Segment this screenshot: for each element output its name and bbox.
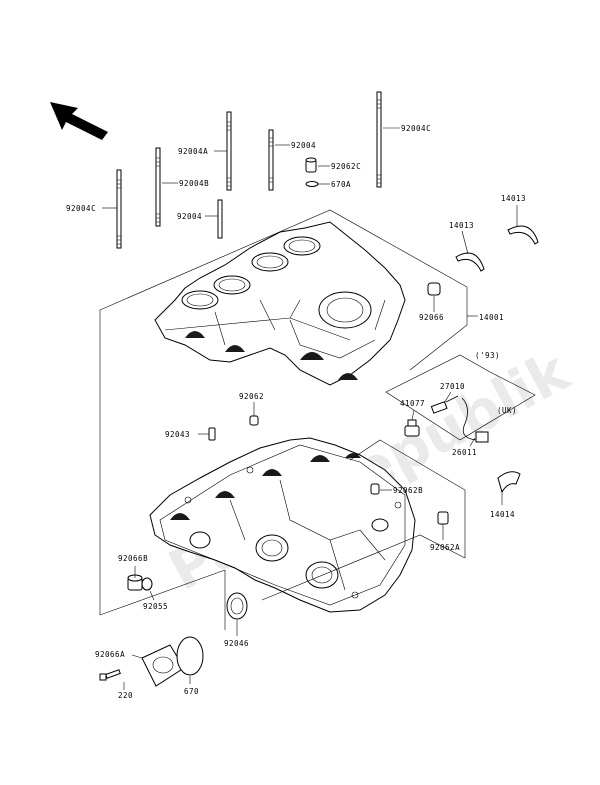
dowel-92062B [370, 483, 380, 495]
label-92004-mid[interactable]: 92004 [177, 212, 202, 221]
label-92004[interactable]: 92004 [291, 141, 316, 150]
o-ring-670A [305, 181, 319, 187]
label-92062C[interactable]: 92062C [331, 162, 361, 171]
label-92046[interactable]: 92046 [224, 639, 249, 648]
thrust-ring-14013-left [455, 252, 485, 272]
label-92066A[interactable]: 92066A [95, 650, 125, 659]
label-92004C-top[interactable]: 92004C [401, 124, 431, 133]
label-670[interactable]: 670 [184, 687, 199, 696]
label-92062[interactable]: 92062 [239, 392, 264, 401]
part-labels: 92004C 92004 92004A 92062C 670A 92004B 1… [66, 124, 526, 700]
label-92066B[interactable]: 92066B [118, 554, 148, 563]
front-direction-arrow-icon [50, 102, 108, 140]
dowel-92062A [437, 511, 449, 525]
dowel-pin-92062C [305, 157, 317, 173]
bracket-14014 [497, 471, 521, 494]
label-92062A[interactable]: 92062A [430, 543, 460, 552]
assembly-outline-lines [99, 209, 536, 630]
label-220[interactable]: 220 [118, 691, 133, 700]
label-670A[interactable]: 670A [331, 180, 351, 189]
label-26011[interactable]: 26011 [452, 448, 477, 457]
dowel-92043 [208, 427, 216, 441]
stud-bolts [116, 91, 382, 249]
label-27010[interactable]: 27010 [440, 382, 465, 391]
label-41077[interactable]: 41077 [400, 399, 425, 408]
label-14013-right[interactable]: 14013 [501, 194, 526, 203]
label-UK[interactable]: (UK) [497, 406, 517, 415]
label-92062B[interactable]: 92062B [393, 486, 423, 495]
harness-26011 [461, 397, 489, 443]
thrust-ring-14013-right [507, 225, 539, 245]
label-92055[interactable]: 92055 [143, 602, 168, 611]
leader-lines [102, 127, 518, 690]
bolt-220 [99, 669, 121, 681]
washer-92055 [141, 577, 153, 591]
label-14013-left[interactable]: 14013 [449, 221, 474, 230]
label-92004B[interactable]: 92004B [179, 179, 209, 188]
dowel-92062 [249, 415, 259, 426]
label-92043[interactable]: 92043 [165, 430, 190, 439]
label-93[interactable]: ('93) [475, 351, 500, 360]
label-14001[interactable]: 14001 [479, 313, 504, 322]
label-92066[interactable]: 92066 [419, 313, 444, 322]
upper-crankcase [154, 221, 406, 386]
label-14014[interactable]: 14014 [490, 510, 515, 519]
plug-92066 [427, 282, 441, 296]
bearing-92046 [226, 592, 248, 620]
label-92004A[interactable]: 92004A [178, 147, 208, 156]
label-92004C-left[interactable]: 92004C [66, 204, 96, 213]
o-ring-670 [176, 636, 204, 676]
switch-27010 [430, 395, 459, 414]
oil-pressure-switch-41077 [404, 419, 420, 437]
